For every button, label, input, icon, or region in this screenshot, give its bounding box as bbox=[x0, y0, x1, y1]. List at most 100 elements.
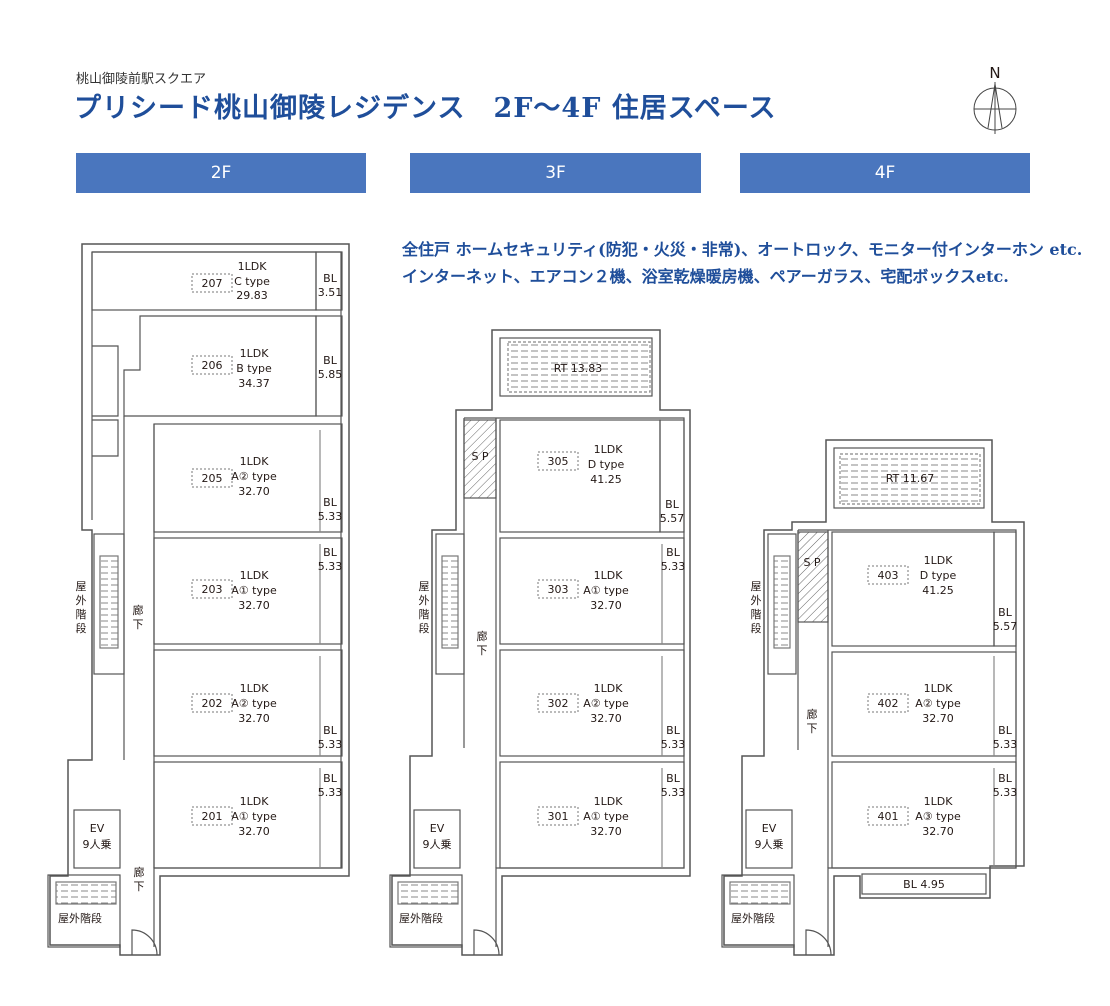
unit-201-number: 201 bbox=[202, 810, 223, 823]
unit-305-bl-area: 5.57 bbox=[660, 512, 685, 525]
corridor-label-2f-c: 廊 bbox=[134, 865, 145, 879]
unit-207-layout: 1LDK bbox=[238, 260, 268, 273]
unit-202-type: A② type bbox=[231, 697, 277, 710]
features-line-2: インターネット、エアコン２機、浴室乾燥暖房機、ペアーガラス、宅配ボックスetc. bbox=[402, 267, 1009, 286]
unit-403-bl-label: BL bbox=[998, 606, 1013, 619]
unit-203-label-box bbox=[191, 579, 233, 599]
unit-303-bl-area: 5.33 bbox=[661, 560, 686, 573]
unit-203-number: 203 bbox=[202, 583, 223, 596]
unit-201-area: 32.70 bbox=[238, 825, 270, 838]
unit-203-area: 32.70 bbox=[238, 599, 270, 612]
unit-201-bl-label: BL bbox=[323, 772, 338, 785]
unit-305-label-box bbox=[537, 451, 579, 471]
unit-401-label-box bbox=[867, 806, 909, 826]
unit-206-bl-area: 5.85 bbox=[318, 368, 343, 381]
ev-3f-label: EV bbox=[430, 822, 445, 835]
ext-stairs-2f-c4: 段 bbox=[76, 621, 87, 635]
ext-stairs-3f-bottom: 屋外階段 bbox=[399, 911, 443, 925]
ext-stairs-2f-c2: 外 bbox=[76, 594, 87, 607]
unit-206-number: 206 bbox=[202, 359, 223, 372]
ev-4f-label: EV bbox=[762, 822, 777, 835]
unit-302-area: 32.70 bbox=[590, 712, 622, 725]
unit-401-number: 401 bbox=[878, 810, 899, 823]
unit-302-label-box bbox=[537, 693, 579, 713]
corridor-label-3f-b: 下 bbox=[477, 644, 488, 657]
unit-203-bl-label: BL bbox=[323, 546, 338, 559]
unit-302-number: 302 bbox=[548, 697, 569, 710]
ext-stairs-4f-bottom: 屋外階段 bbox=[731, 911, 775, 925]
ext-stairs-2f-bottom: 屋外階段 bbox=[58, 911, 102, 925]
unit-401-type: A③ type bbox=[915, 810, 961, 823]
unit-303-bl-label: BL bbox=[666, 546, 681, 559]
unit-305-bl-label: BL bbox=[665, 498, 680, 511]
unit-207-bl-area: 3.51 bbox=[318, 286, 343, 299]
unit-206-bl-label: BL bbox=[323, 354, 338, 367]
north-compass-icon: N bbox=[973, 64, 1017, 134]
unit-403-type: D type bbox=[920, 569, 957, 582]
unit-302-type: A② type bbox=[583, 697, 629, 710]
unit-206-area: 34.37 bbox=[238, 377, 270, 390]
tab-4f[interactable]: 4F bbox=[740, 153, 1030, 193]
corridor-label-4f-a: 廊 bbox=[807, 707, 818, 721]
corridor-label-4f-b: 下 bbox=[807, 722, 818, 735]
unit-403-label-box bbox=[867, 565, 909, 585]
unit-401-bl-area: 5.33 bbox=[993, 786, 1018, 799]
unit-401-area: 32.70 bbox=[922, 825, 954, 838]
unit-305-type: D type bbox=[588, 458, 625, 471]
corridor-label-3f-a: 廊 bbox=[477, 629, 488, 643]
unit-402-number: 402 bbox=[878, 697, 899, 710]
unit-403-layout: 1LDK bbox=[924, 554, 954, 567]
unit-402-label-box bbox=[867, 693, 909, 713]
unit-205-area: 32.70 bbox=[238, 485, 270, 498]
unit-403-bl-area: 5.57 bbox=[993, 620, 1018, 633]
unit-207-bl-label: BL bbox=[323, 272, 338, 285]
unit-202-bl-area: 5.33 bbox=[318, 738, 343, 751]
ext-stairs-4f-c1: 屋 bbox=[751, 580, 762, 593]
unit-206-type: B type bbox=[236, 362, 272, 375]
ext-stairs-4f-c2: 外 bbox=[751, 594, 762, 607]
unit-201-bl-area: 5.33 bbox=[318, 786, 343, 799]
unit-201-label-box bbox=[191, 806, 233, 826]
unit-201-layout: 1LDK bbox=[240, 795, 270, 808]
features-line-1: 全住戸 ホームセキュリティ(防犯・火災・非常)、オートロック、モニター付インター… bbox=[402, 240, 1083, 259]
ext-stairs-3f-c3: 階 bbox=[419, 607, 430, 621]
unit-403-area: 41.25 bbox=[922, 584, 954, 597]
unit-303-number: 303 bbox=[548, 583, 569, 596]
unit-207-label-box bbox=[191, 273, 233, 293]
unit-301-type: A① type bbox=[583, 810, 629, 823]
tab-3f[interactable]: 3F bbox=[410, 153, 701, 193]
unit-207-type: C type bbox=[234, 275, 270, 288]
ev-2f-capacity: 9人乗 bbox=[83, 838, 112, 851]
ext-stairs-3f-c1: 屋 bbox=[419, 580, 430, 593]
corridor-label-2f-b: 下 bbox=[133, 618, 144, 631]
tab-2f[interactable]: 2F bbox=[76, 153, 366, 193]
unit-205-layout: 1LDK bbox=[240, 455, 270, 468]
sp-4f: S P bbox=[803, 556, 820, 569]
unit-303-layout: 1LDK bbox=[594, 569, 624, 582]
corridor-label-2f-a: 廊 bbox=[133, 603, 144, 617]
unit-202-area: 32.70 bbox=[238, 712, 270, 725]
unit-402-layout: 1LDK bbox=[924, 682, 954, 695]
ext-stairs-4f-c3: 階 bbox=[751, 607, 762, 621]
unit-301-area: 32.70 bbox=[590, 825, 622, 838]
ev-2f-label: EV bbox=[90, 822, 105, 835]
unit-205-number: 205 bbox=[202, 472, 223, 485]
ext-stairs-3f-c4: 段 bbox=[419, 621, 430, 635]
unit-202-number: 202 bbox=[202, 697, 223, 710]
unit-303-type: A① type bbox=[583, 584, 629, 597]
unit-207-number: 207 bbox=[202, 277, 223, 290]
floor-2f-plan bbox=[47, 243, 350, 956]
building-subtitle: 桃山御陵前駅スクエア bbox=[76, 72, 207, 87]
ev-3f-capacity: 9人乗 bbox=[423, 838, 452, 851]
unit-302-bl-area: 5.33 bbox=[661, 738, 686, 751]
unit-302-bl-label: BL bbox=[666, 724, 681, 737]
corridor-label-2f-d: 下 bbox=[134, 880, 145, 893]
unit-202-bl-label: BL bbox=[323, 724, 338, 737]
sp-3f: S P bbox=[471, 450, 488, 463]
unit-301-bl-label: BL bbox=[666, 772, 681, 785]
unit-203-bl-area: 5.33 bbox=[318, 560, 343, 573]
unit-205-label-box bbox=[191, 468, 233, 488]
ev-4f-capacity: 9人乗 bbox=[755, 838, 784, 851]
floor-3f-plan bbox=[389, 329, 691, 956]
